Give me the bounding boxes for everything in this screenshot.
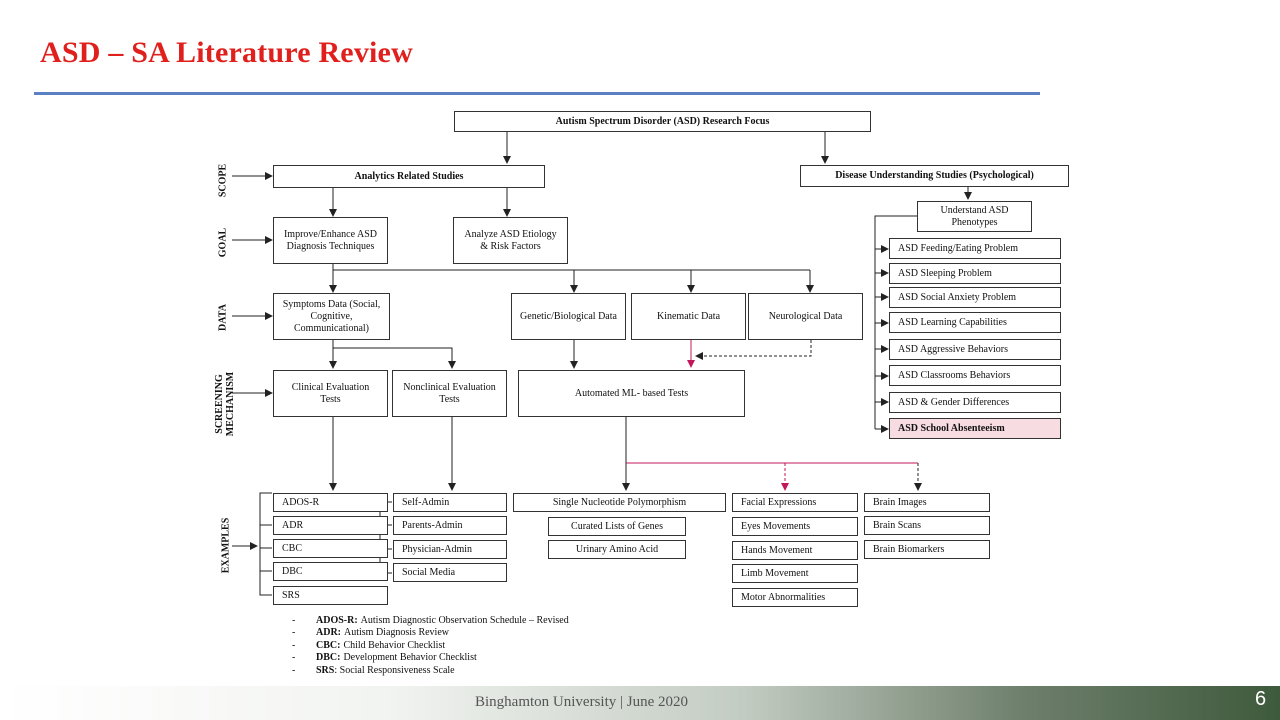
- node-ml: Automated ML- based Tests: [518, 370, 745, 417]
- node-symptoms: Symptoms Data (Social, Cognitive, Commun…: [273, 293, 390, 340]
- example-kinematic: Facial Expressions: [732, 493, 858, 512]
- legend-abbr: ADR:: [316, 627, 341, 639]
- legend-abbr: DBC:: [316, 652, 341, 664]
- legend-text: Autism Diagnosis Review: [344, 627, 449, 639]
- example-genetic: Single Nucleotide Polymorphism: [513, 493, 726, 512]
- example-clinical: DBC: [273, 562, 388, 581]
- node-neuro: Neurological Data: [748, 293, 863, 340]
- example-kinematic: Limb Movement: [732, 564, 858, 583]
- example-nonclinical: Self-Admin: [393, 493, 507, 512]
- side-label-screening: SCREENING MECHANISM: [214, 371, 236, 437]
- node-disease: Disease Understanding Studies (Psycholog…: [800, 165, 1069, 187]
- node-improve: Improve/Enhance ASD Diagnosis Techniques: [273, 217, 388, 264]
- side-label-scope: SCOPE: [217, 163, 229, 198]
- abbreviation-legend: -ADOS-R:Autism Diagnostic Observation Sc…: [292, 615, 569, 677]
- phenotype-item: ASD & Gender Differences: [889, 392, 1061, 413]
- node-root: Autism Spectrum Disorder (ASD) Research …: [454, 111, 871, 132]
- footer-bar: [0, 686, 1280, 720]
- node-phenotypes: Understand ASD Phenotypes: [917, 201, 1032, 232]
- footer-text: Binghamton University | June 2020: [475, 694, 688, 710]
- node-nonclinical: Nonclinical Evaluation Tests: [392, 370, 507, 417]
- example-kinematic: Hands Movement: [732, 541, 858, 560]
- side-label-goal: GOAL: [217, 227, 229, 258]
- legend-row: -ADOS-R:Autism Diagnostic Observation Sc…: [292, 615, 569, 626]
- slide-title: ASD – SA Literature Review: [40, 36, 413, 69]
- side-label-data: DATA: [217, 304, 229, 331]
- phenotype-item: ASD Sleeping Problem: [889, 263, 1061, 284]
- example-kinematic: Eyes Movements: [732, 517, 858, 536]
- legend-row: -ADR:Autism Diagnosis Review: [292, 627, 449, 639]
- phenotype-item: ASD Learning Capabilities: [889, 312, 1061, 333]
- example-genetic: Urinary Amino Acid: [548, 540, 686, 559]
- example-kinematic: Motor Abnormalities: [732, 588, 858, 607]
- example-nonclinical: Parents-Admin: [393, 516, 507, 535]
- phenotype-item: ASD Feeding/Eating Problem: [889, 238, 1061, 259]
- example-nonclinical: Physician-Admin: [393, 540, 507, 559]
- legend-text: Development Behavior Checklist: [343, 652, 477, 664]
- node-etiology: Analyze ASD Etiology & Risk Factors: [453, 217, 568, 264]
- example-clinical: ADOS-R: [273, 493, 388, 512]
- legend-row: -DBC:Development Behavior Checklist: [292, 652, 477, 664]
- node-genetic: Genetic/Biological Data: [511, 293, 626, 340]
- example-neuro: Brain Scans: [864, 516, 990, 535]
- legend-row: -SRS: Social Responsiveness Scale: [292, 664, 455, 676]
- side-label-examples: EXAMPLES: [220, 517, 232, 574]
- node-kinematic: Kinematic Data: [631, 293, 746, 340]
- phenotype-item: ASD Social Anxiety Problem: [889, 287, 1061, 308]
- legend-row: -CBC:Child Behavior Checklist: [292, 639, 446, 651]
- phenotype-item-highlighted: ASD School Absenteeism: [889, 418, 1061, 439]
- phenotype-item: ASD Aggressive Behaviors: [889, 339, 1061, 360]
- phenotype-item: ASD Classrooms Behaviors: [889, 365, 1061, 386]
- edge-examples-bracket: [259, 492, 272, 596]
- node-analytics: Analytics Related Studies: [273, 165, 545, 188]
- example-neuro: Brain Biomarkers: [864, 540, 990, 559]
- example-nonclinical: Social Media: [393, 563, 507, 582]
- example-neuro: Brain Images: [864, 493, 990, 512]
- example-genetic: Curated Lists of Genes: [548, 517, 686, 536]
- legend-abbr: CBC:: [316, 639, 341, 651]
- edge-symptoms-nonclinical: [333, 347, 456, 369]
- example-clinical: ADR: [273, 516, 388, 535]
- legend-abbr: SRS: [316, 664, 335, 676]
- legend-abbr: ADOS-R:: [316, 615, 358, 626]
- title-rule: [34, 92, 1040, 95]
- node-clinical: Clinical Evaluation Tests: [273, 370, 388, 417]
- diagram-connectors: [232, 132, 972, 596]
- legend-text: Child Behavior Checklist: [343, 639, 446, 651]
- legend-text: Autism Diagnostic Observation Schedule –…: [360, 615, 569, 626]
- edge-neuro-ml: [695, 340, 812, 360]
- legend-text: : Social Responsiveness Scale: [334, 664, 455, 676]
- example-clinical: SRS: [273, 586, 388, 605]
- example-clinical: CBC: [273, 539, 388, 558]
- page-number: 6: [1255, 688, 1267, 710]
- edge-phenotype-bracket: [874, 215, 917, 429]
